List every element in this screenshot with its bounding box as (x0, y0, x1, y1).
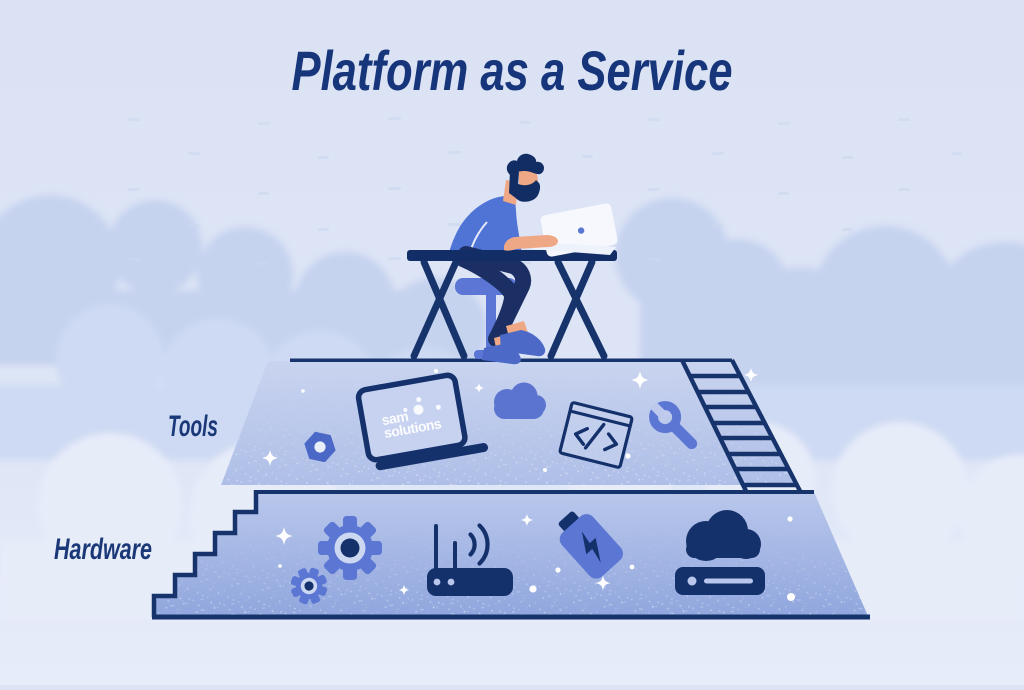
svg-text:Tools: Tools (168, 410, 218, 443)
svg-text:Hardware: Hardware (54, 533, 152, 566)
svg-text:sam: sam (380, 408, 409, 428)
svg-text:Platform as a Service: Platform as a Service (292, 39, 733, 102)
